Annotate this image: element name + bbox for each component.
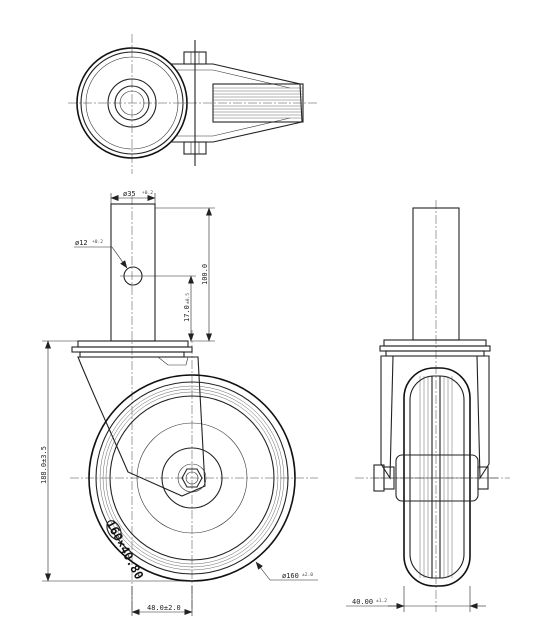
hole-diameter-tol: +0.2 [92,239,103,245]
hole-diameter-label: ø12 [75,239,88,247]
wheel-width-label: 40.00 [352,598,373,606]
stem [110,203,156,342]
dimension-hole-offset: 17.0 ±0.5 [146,275,196,342]
wheel-diameter-tol: ±2.0 [302,572,313,578]
top-view [68,34,318,174]
hole-offset-tol: ±0.5 [185,293,191,304]
dimension-wheel-width: 40.00 ±1.2 [346,586,486,612]
wheel-diameter-label: ø160 [282,572,299,580]
dimension-stem-diameter: ø35 +0.2 [110,190,156,204]
dimension-wheel-diameter: ø160 ±2.0 [255,561,318,581]
wheel-width-tol: ±1.2 [376,598,387,604]
dimension-total-height: 188.0±3.5 [40,340,192,582]
stem-diameter-tol: +0.2 [142,190,153,196]
top-tread [212,83,304,123]
axle-nut [181,468,203,488]
dimension-stem-length: 100.0 [155,207,215,342]
offset-label: 48.0±2.0 [147,604,181,612]
stem-length-label: 100.0 [201,264,209,285]
side-fork-left [380,355,394,480]
side-axle [373,454,498,502]
hole-offset-label: 17.0 [183,305,191,322]
stem-diameter-label: ø35 [123,190,136,198]
top-wheel [76,47,188,159]
side-wheel [403,367,471,587]
front-view: 160×40.80 [70,196,318,612]
fork-leg [77,356,206,497]
side-swivel-plates [379,339,491,357]
side-view [355,200,510,612]
side-fork-right [476,355,490,480]
dimension-hole-diameter: ø12 +0.2 [74,239,128,269]
total-height-label: 188.0±3.5 [40,446,48,484]
dimension-offset: 48.0±2.0 [131,586,193,616]
